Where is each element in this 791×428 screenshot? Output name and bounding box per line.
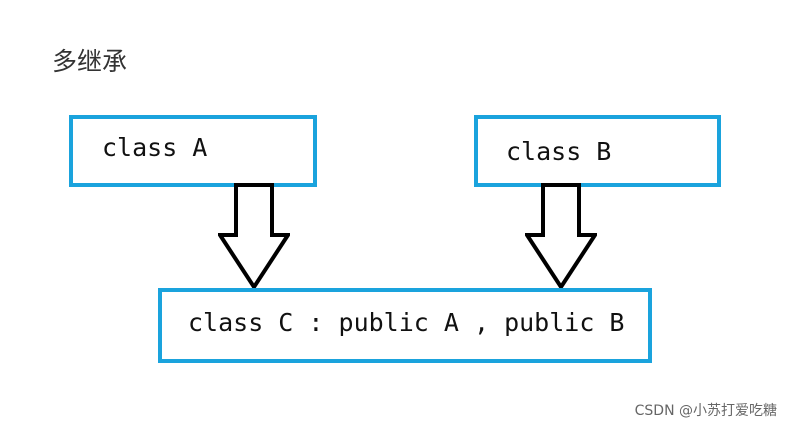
class-c-label: class C : public A , public B bbox=[188, 308, 625, 337]
inheritance-arrow-a-to-c bbox=[218, 183, 290, 291]
class-a-box: class A bbox=[69, 115, 317, 187]
diagram-title: 多继承 bbox=[52, 47, 128, 76]
class-c-box: class C : public A , public B bbox=[158, 288, 652, 363]
inheritance-arrow-b-to-c bbox=[525, 183, 597, 291]
class-b-label: class B bbox=[506, 136, 612, 166]
watermark: CSDN @小苏打爱吃糖 bbox=[634, 403, 777, 419]
class-b-box: class B bbox=[474, 115, 721, 187]
class-a-label: class A bbox=[102, 132, 208, 162]
